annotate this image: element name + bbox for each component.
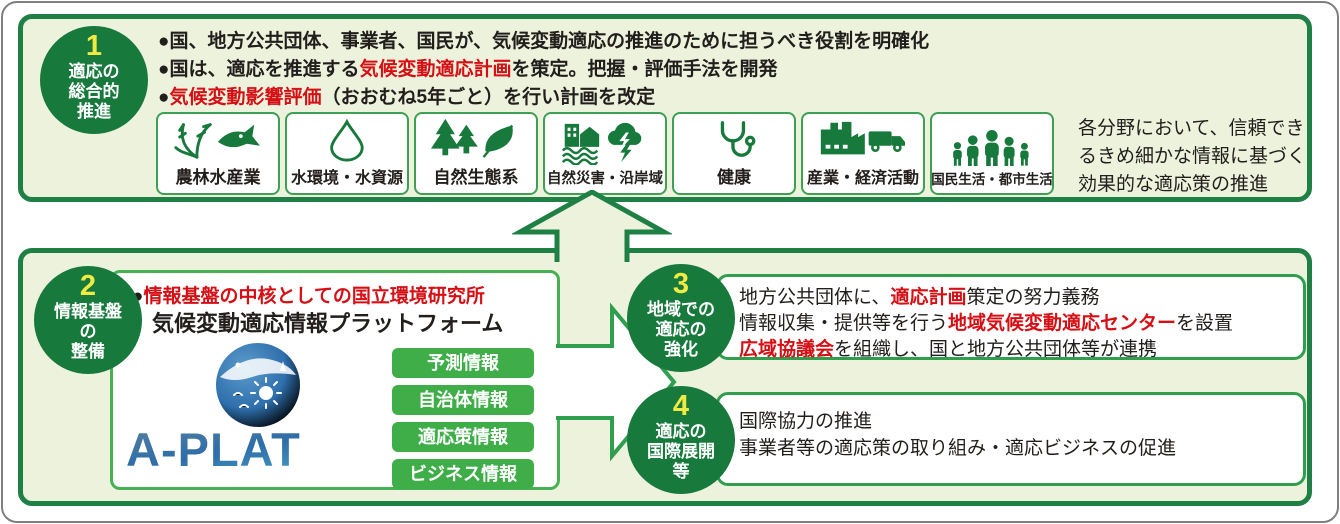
circle-2-number: 2 bbox=[79, 270, 97, 302]
circle-4-international-expansion: 4 適応の 国際展開 等 bbox=[627, 386, 735, 494]
bullet-impact-assessment: ●気候変動影響評価（おおむね5年ごと）を行い計画を改定 bbox=[158, 87, 656, 108]
bullet-roles: ●国、地方公共団体、事業者、国民が、気候変動適応の推進のために担うべき役割を明確… bbox=[158, 31, 930, 52]
business-info-button[interactable]: ビジネス情報 bbox=[392, 459, 534, 489]
regional-line-council: 広域協議会を組織し、国と地方公共団体等が連携 bbox=[739, 339, 1158, 360]
agriculture-fishery-icon bbox=[172, 116, 264, 162]
circle-3-label: 地域での bbox=[647, 300, 715, 319]
bullet-adaptation-plan: ●国は、適応を推進する気候変動適応計画を策定。把握・評価手法を開発 bbox=[158, 59, 778, 80]
category-water: 水環境・水資源 bbox=[285, 112, 409, 195]
regional-adaptation-box: 地方公共団体に、適応計画策定の努力義務 情報収集・提供等を行う地域気候変動適応セ… bbox=[716, 274, 1306, 360]
health-stethoscope-icon bbox=[688, 116, 780, 162]
circle-1-comprehensive-promotion: 1 適応の 総合的 推進 bbox=[40, 26, 148, 134]
international-expansion-box: 国際協力の推進 事業者等の適応策の取り組み・適応ビジネスの促進 bbox=[716, 392, 1306, 486]
municipality-info-button[interactable]: 自治体情報 bbox=[392, 385, 534, 415]
regional-line-duty: 地方公共団体に、適応計画策定の努力義務 bbox=[739, 287, 1100, 308]
category-label: 健康 bbox=[717, 168, 751, 187]
forecast-info-button[interactable]: 予測情報 bbox=[392, 348, 534, 378]
regional-line-center: 情報収集・提供等を行う地域気候変動適応センターを設置 bbox=[739, 313, 1234, 334]
aplat-globe-logo bbox=[216, 343, 300, 427]
category-health: 健康 bbox=[672, 112, 796, 195]
policy-bullet-list: ●国、地方公共団体、事業者、国民が、気候変動適応の推進のために担うべき役割を明確… bbox=[158, 28, 929, 112]
aplat-platform-box bbox=[110, 270, 560, 490]
category-label: 自然災害・沿岸域 bbox=[547, 171, 663, 187]
up-arrow-connector bbox=[512, 190, 672, 262]
platform-title: 気候変動適応情報プラットフォーム bbox=[152, 311, 504, 336]
category-label: 産業・経済活動 bbox=[806, 170, 919, 187]
category-urban-life: 国民生活・都市生活 bbox=[930, 112, 1054, 195]
circle-3-regional-adaptation: 3 地域での 適応の 強化 bbox=[627, 264, 735, 372]
category-ecosystem: 自然生態系 bbox=[414, 112, 538, 195]
circle-2-information-infrastructure: 2 情報基盤 の 整備 bbox=[34, 266, 142, 374]
citizens-urban-life-icon bbox=[946, 121, 1038, 167]
aplat-logo-text: A-PLAT bbox=[126, 423, 301, 476]
circle-2-label: 情報基盤 bbox=[54, 302, 122, 321]
circle-4-label: 適応の bbox=[655, 422, 707, 441]
niesnote: ●情報基盤の中核としての国立環境研究所 bbox=[132, 286, 485, 307]
category-agriculture: 農林水産業 bbox=[156, 112, 280, 195]
international-line-cooperation: 国際協力の推進 bbox=[739, 411, 873, 432]
category-label: 農林水産業 bbox=[175, 168, 261, 187]
circle-3-number: 3 bbox=[672, 268, 690, 300]
industry-factory-truck-icon bbox=[817, 117, 909, 163]
aplat-button-column: 予測情報 自治体情報 適応策情報 ビジネス情報 bbox=[392, 348, 534, 489]
category-label: 自然生態系 bbox=[433, 168, 519, 187]
side-note: 各分野において、信頼でき るきめ細かな情報に基づく 効果的な適応策の推進 bbox=[1078, 118, 1307, 195]
disaster-coastal-icon bbox=[559, 120, 651, 166]
category-label: 国民生活・都市生活 bbox=[931, 172, 1053, 187]
water-drop-icon bbox=[301, 117, 393, 163]
category-disaster: 自然災害・沿岸域 bbox=[543, 112, 667, 195]
right-arrow-connector bbox=[556, 302, 677, 462]
ecosystem-trees-leaf-icon bbox=[430, 116, 522, 162]
circle-1-label: 適応の bbox=[68, 62, 120, 81]
circle-4-number: 4 bbox=[672, 390, 690, 422]
sector-category-row: 農林水産業 水環境・水資源 自然生態系 bbox=[156, 112, 1054, 195]
international-line-business: 事業者等の適応策の取り組み・適応ビジネスの促進 bbox=[739, 438, 1177, 459]
adaptation-measures-info-button[interactable]: 適応策情報 bbox=[392, 422, 534, 452]
category-label: 水環境・水資源 bbox=[290, 170, 403, 187]
category-industry: 産業・経済活動 bbox=[801, 112, 925, 195]
circle-1-number: 1 bbox=[85, 30, 103, 62]
